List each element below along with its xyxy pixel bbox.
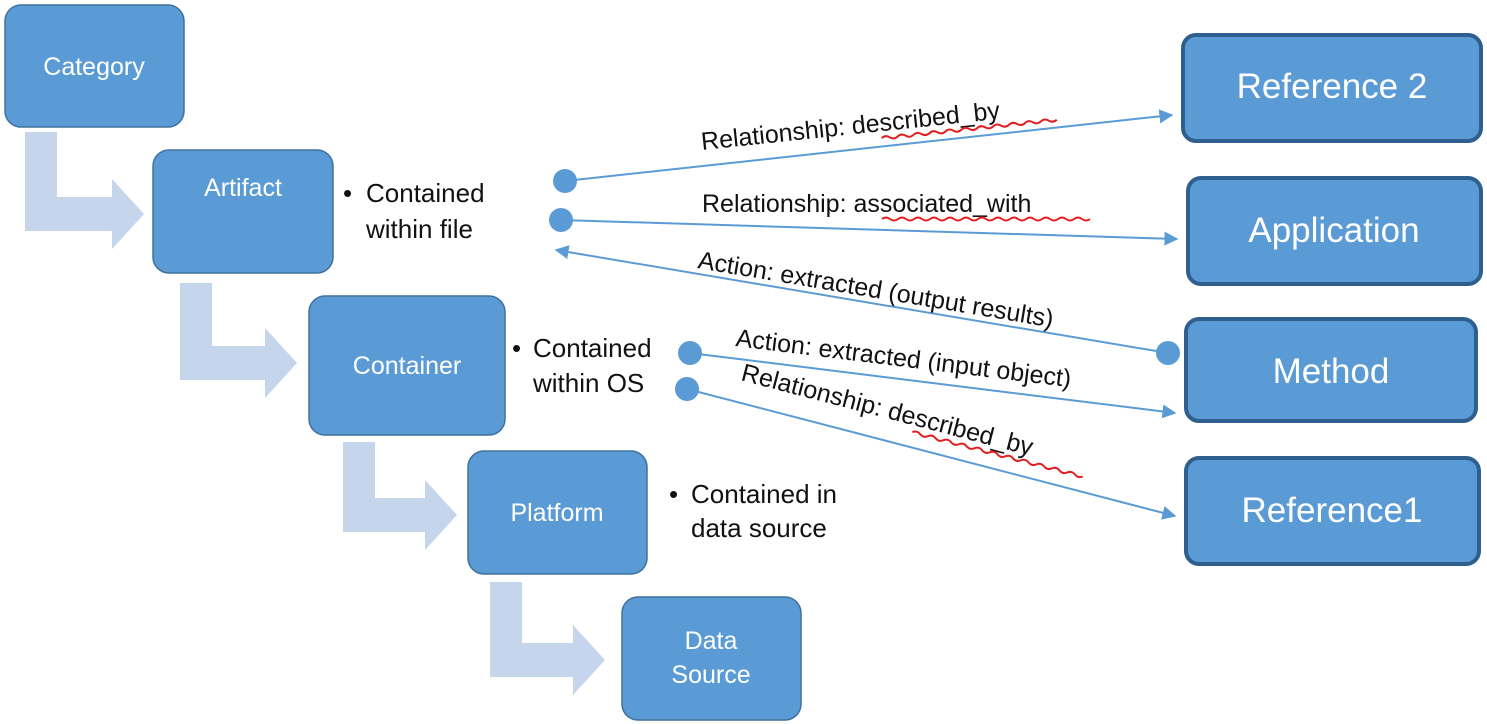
reference-2-label: Reference 2 (1237, 67, 1428, 106)
bullet-dot: • (669, 479, 678, 509)
spellcheck-underline (881, 118, 1058, 140)
artifact-label: Artifact (204, 174, 282, 202)
method-box: Method (1184, 317, 1478, 423)
relationship-prefix: Relationship: (700, 112, 854, 156)
data-source-box: Data Source (621, 596, 802, 721)
container-label: Container (353, 352, 461, 380)
artifact-note-line2: within file (365, 214, 473, 244)
spellcheck-underline (881, 216, 1091, 222)
bent-arrow-container-to-platform (343, 442, 457, 550)
application-label: Application (1248, 211, 1419, 250)
platform-note-line1: Contained in (691, 479, 837, 509)
relationship-term: described_by (885, 397, 1036, 462)
reference1-box: Reference1 (1184, 456, 1481, 566)
svg-text:Relationship: associated_with: Relationship: associated_with (702, 190, 1031, 218)
label-described-by-top: Relationship: described_by (700, 97, 1058, 156)
connector-method-to-artifact (554, 245, 1169, 354)
connector-dot (678, 341, 702, 365)
svg-text:Relationship: described_by: Relationship: described_by (700, 97, 1002, 156)
container-note-line1: Contained (533, 333, 652, 363)
connector-artifact-to-application (560, 219, 1179, 246)
platform-note-line2: data source (691, 513, 827, 543)
connector-dot (1156, 341, 1180, 365)
connector-container-to-reference1 (686, 388, 1177, 520)
application-box: Application (1186, 176, 1483, 286)
bullet-dot: • (343, 178, 352, 208)
bent-arrow-artifact-to-container (180, 283, 297, 398)
action-text: Action: extracted (output results) (696, 246, 1056, 333)
label-associated-with: Relationship: associated_with (702, 190, 1091, 222)
connector-dot (549, 208, 573, 232)
platform-note: • Contained in data source (669, 479, 837, 543)
category-label: Category (43, 53, 145, 81)
spellcheck-underline (912, 430, 1084, 479)
platform-label: Platform (510, 499, 603, 527)
method-label: Method (1273, 352, 1390, 391)
relationship-term: described_by (850, 97, 1001, 140)
container-box: Container (308, 295, 506, 436)
category-box: Category (4, 4, 185, 128)
connector-dot (553, 169, 577, 193)
artifact-note-line1: Contained (366, 178, 485, 208)
bent-arrow-platform-to-datasource (490, 582, 605, 695)
bullet-dot: • (512, 333, 521, 363)
connector-dots (549, 169, 1180, 401)
reference1-label: Reference1 (1242, 491, 1423, 530)
platform-box: Platform (467, 450, 648, 575)
reference-2-box: Reference 2 (1181, 33, 1483, 143)
label-extracted-output: Action: extracted (output results) (696, 246, 1056, 333)
relationship-prefix: Relationship: (702, 190, 853, 218)
connector-container-to-method (689, 352, 1177, 419)
container-note: • Contained within OS (512, 333, 652, 398)
connectors (554, 109, 1179, 520)
relationship-term: associated_with (853, 190, 1031, 218)
connector-artifact-to-reference-2 (564, 109, 1174, 182)
artifact-box: Artifact (152, 149, 334, 274)
data-source-label-line1: Data (685, 627, 738, 655)
bent-arrow-category-to-artifact (25, 132, 144, 249)
data-source-label-line2: Source (671, 661, 750, 689)
artifact-note: • Contained within file (343, 178, 485, 244)
connector-dot (675, 377, 699, 401)
container-note-line2: within OS (532, 368, 644, 398)
hierarchy-connectors (25, 132, 605, 695)
